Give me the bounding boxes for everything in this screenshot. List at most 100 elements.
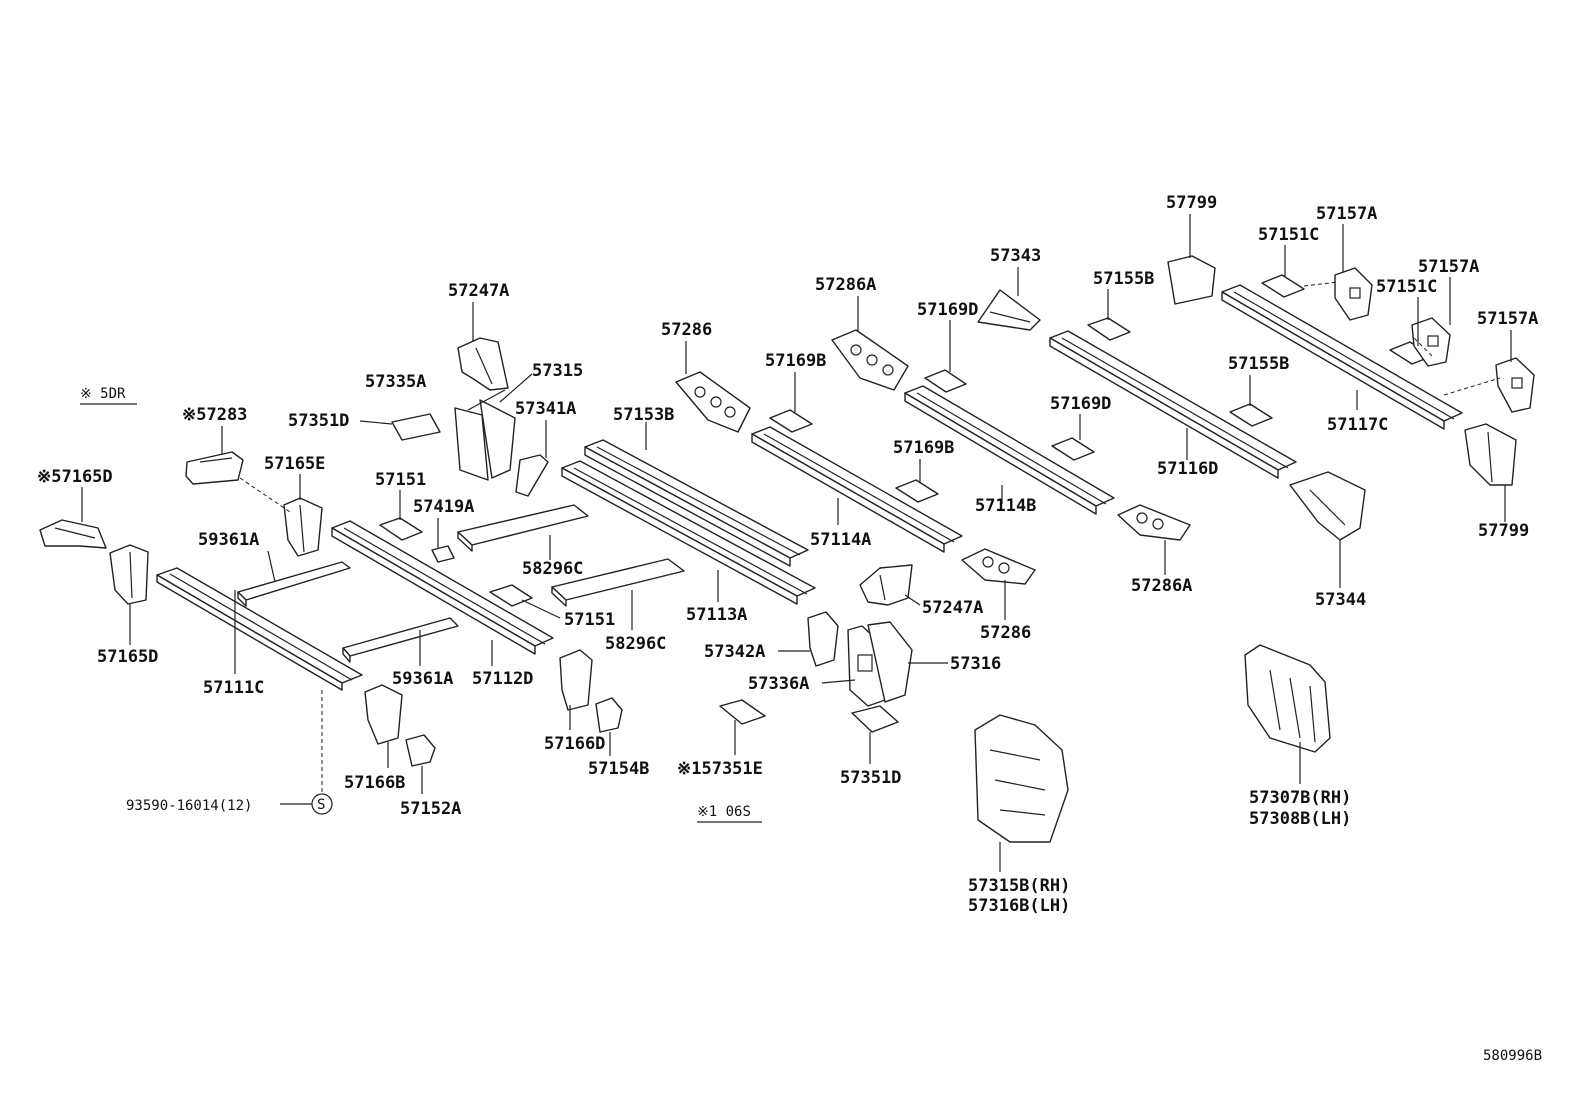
bracket-57157a-a — [1334, 267, 1373, 321]
label-57335a: 57335A — [365, 372, 426, 392]
side-member-57112d — [331, 520, 554, 655]
bracket-57169d-b — [1051, 437, 1095, 461]
bracket-57151-b — [489, 584, 533, 607]
label-57113a: 57113A — [686, 605, 747, 625]
plate-58296c-a — [457, 504, 589, 552]
floor-pan-57307b — [1244, 644, 1331, 753]
bracket-57343 — [977, 289, 1041, 331]
bracket-57247a-a — [457, 337, 509, 391]
gusset-57286 — [675, 371, 751, 433]
label-57169b-b: 57169B — [893, 438, 954, 458]
label-s-symbol: S — [317, 797, 325, 813]
label-57799-b: 57799 — [1478, 521, 1529, 541]
label-57169d-a: 57169D — [917, 300, 978, 320]
bracket-57342a — [807, 611, 839, 667]
label-57155b-b: 57155B — [1228, 354, 1289, 374]
bracket-57165d-a — [39, 519, 107, 549]
label-57157a-c: 57157A — [1477, 309, 1538, 329]
bracket-57351e — [719, 699, 766, 725]
label-57114b: 57114B — [975, 496, 1036, 516]
plate-58296c-b — [551, 558, 685, 607]
bracket-57315 — [479, 399, 516, 479]
bracket-57151-a — [379, 517, 423, 541]
label-57286a-a: 57286A — [815, 275, 876, 295]
bracket-57247a-b — [859, 564, 913, 606]
gusset-57286-b — [961, 548, 1036, 585]
bracket-57419a — [431, 545, 455, 563]
bracket-57151c-a — [1261, 274, 1305, 298]
label-57151-b: 57151 — [564, 610, 615, 630]
label-57286: 57286 — [661, 320, 712, 340]
plate-59361a-a — [237, 561, 351, 607]
gusset-57286a-b — [1117, 504, 1191, 541]
label-57286a-b: 57286A — [1131, 576, 1192, 596]
label-57283: ※57283 — [182, 405, 247, 425]
label-59361a-b: 59361A — [392, 669, 453, 689]
plate-59361a-b — [342, 617, 459, 663]
bracket-57155b-b — [1229, 403, 1273, 427]
label-57343: 57343 — [990, 246, 1041, 266]
diagram-id: 580996B — [1483, 1048, 1542, 1064]
bracket-57169b-a — [769, 409, 813, 433]
label-57169b-a: 57169B — [765, 351, 826, 371]
bracket-57152a — [405, 734, 436, 767]
note-5dr: ※ 5DR — [80, 386, 126, 402]
label-57315: 57315 — [532, 361, 583, 381]
bracket-57351d-a — [391, 413, 441, 441]
label-57344: 57344 — [1315, 590, 1366, 610]
label-57166b: 57166B — [344, 773, 405, 793]
label-57342a: 57342A — [704, 642, 765, 662]
label-57151-a: 57151 — [375, 470, 426, 490]
label-57114a: 57114A — [810, 530, 871, 550]
leader-lines — [81, 214, 1512, 872]
bracket-57316 — [867, 621, 913, 703]
label-57152a: 57152A — [400, 799, 461, 819]
note-1-06s: ※1 06S — [697, 804, 751, 820]
bracket-57351d-b — [851, 705, 899, 733]
label-57169d-b: 57169D — [1050, 394, 1111, 414]
label-57419a: 57419A — [413, 497, 474, 517]
bracket-57341a — [515, 454, 549, 497]
label-57247a-b: 57247A — [922, 598, 983, 618]
label-57316b: 57316B(LH) — [968, 896, 1070, 916]
label-57351d-b: 57351D — [840, 768, 901, 788]
label-57154b: 57154B — [588, 759, 649, 779]
bracket-57344 — [1289, 471, 1366, 541]
label-57165d-a: ※57165D — [37, 467, 113, 487]
label-57117c: 57117C — [1327, 415, 1388, 435]
side-member-57114a — [751, 426, 963, 553]
bracket-57169b-b — [895, 479, 939, 503]
side-member-57117c — [1221, 284, 1463, 430]
bracket-57799-a — [1167, 255, 1216, 305]
side-member-57153b — [584, 439, 809, 567]
side-member-57111c — [156, 567, 363, 691]
bracket-57283 — [185, 451, 244, 485]
side-member-57114b — [904, 385, 1115, 515]
label-57247a-a: 57247A — [448, 281, 509, 301]
label-57165d-b: 57165D — [97, 647, 158, 667]
side-member-57113a — [561, 460, 816, 605]
label-57351e: ※157351E — [677, 759, 763, 779]
bracket-57166d — [559, 649, 593, 711]
bracket-57155b-a — [1087, 317, 1131, 341]
label-57307b: 57307B(RH) — [1249, 788, 1351, 808]
label-58296c-b: 58296C — [605, 634, 666, 654]
label-57286-b: 57286 — [980, 623, 1031, 643]
bracket-57157a-c — [1495, 357, 1535, 413]
bracket-57165d-b — [109, 544, 149, 605]
label-57153b: 57153B — [613, 405, 674, 425]
label-59361a-a: 59361A — [198, 530, 259, 550]
parts-drawings — [39, 214, 1535, 872]
label-57111c: 57111C — [203, 678, 264, 698]
side-member-57116d — [1049, 330, 1297, 479]
label-93590: 93590-16014(12) — [126, 798, 252, 814]
label-57112d: 57112D — [472, 669, 533, 689]
bracket-57165e — [283, 497, 323, 557]
label-57165e: 57165E — [264, 454, 325, 474]
label-57341a: 57341A — [515, 399, 576, 419]
bracket-57335a — [454, 407, 489, 481]
label-58296c-a: 58296C — [522, 559, 583, 579]
bracket-57169d-a — [924, 369, 967, 393]
label-57166d: 57166D — [544, 734, 605, 754]
